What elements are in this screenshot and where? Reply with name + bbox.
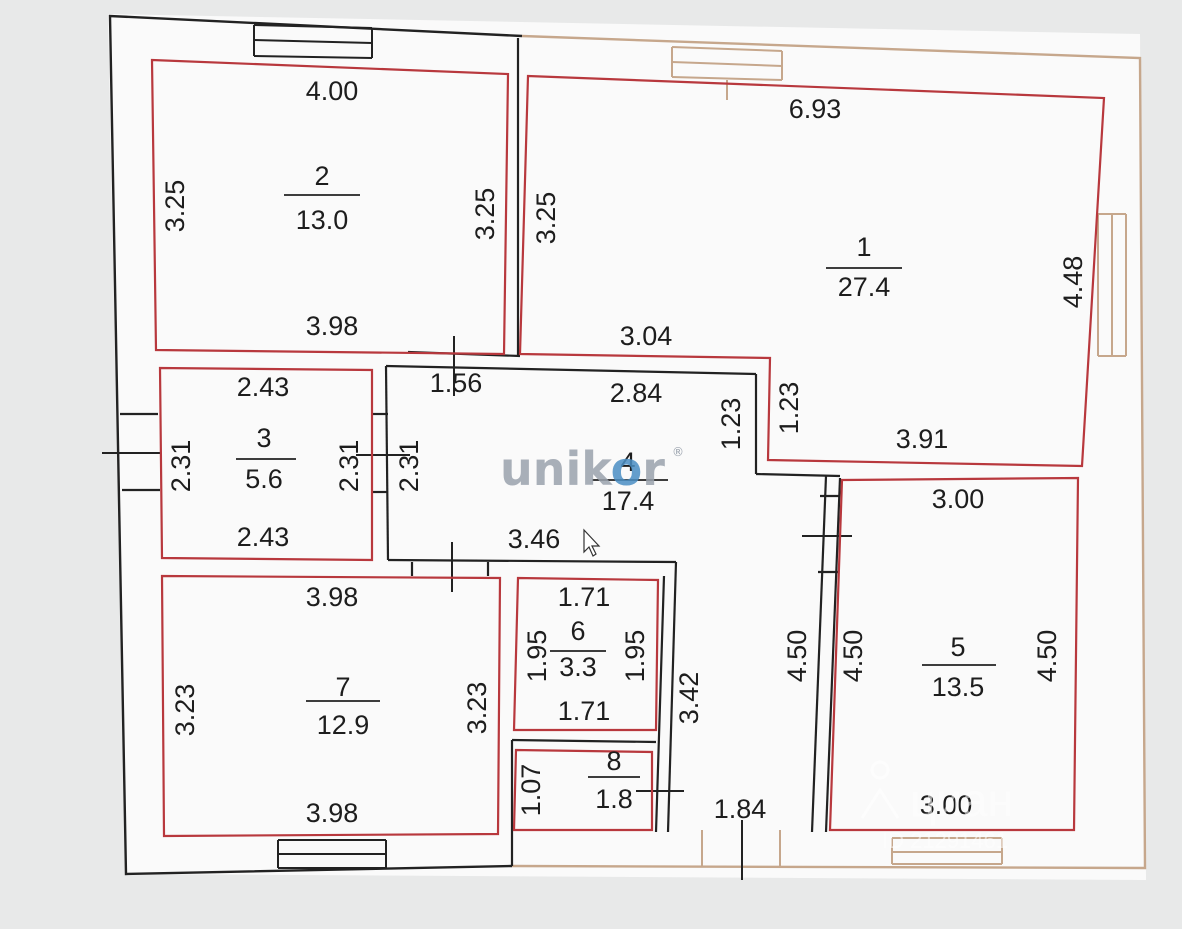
room-5-area: 13.5 xyxy=(932,672,985,702)
location-pin-icon xyxy=(860,760,900,819)
room-7-number: 7 xyxy=(335,672,350,702)
door-bottom-entrance xyxy=(701,820,781,880)
room-8-number: 8 xyxy=(606,746,621,776)
room-4-top-left-dim: 1.56 xyxy=(430,368,483,398)
room-7-left-dim: 3.23 xyxy=(170,684,200,737)
room-4-step-dim: 1.23 xyxy=(716,398,746,451)
room-5-bottom-dim: 3.00 xyxy=(920,790,973,820)
room-1-area: 27.4 xyxy=(838,272,891,302)
room-8-area: 1.8 xyxy=(595,784,633,814)
room-4-bottom-dim: 3.46 xyxy=(508,524,561,554)
room-4-inner-right-dim: 3.42 xyxy=(674,672,704,725)
area-dividers xyxy=(236,194,996,778)
window-right xyxy=(1097,213,1127,357)
room-1-right-dim: 4.48 xyxy=(1058,256,1088,309)
room-7-bottom-dim: 3.98 xyxy=(306,798,359,828)
plan-paper xyxy=(108,14,1146,880)
svg-text:unikor: unikor xyxy=(500,442,665,496)
room-7-right-dim: 3.23 xyxy=(462,682,492,735)
outer-wall-right xyxy=(511,34,1147,870)
room-3-outline xyxy=(158,366,374,562)
room-4-left-dim: 2.31 xyxy=(394,440,424,493)
room-2-outline xyxy=(150,58,510,356)
room-1-bottom-right-dim: 3.91 xyxy=(896,424,949,454)
window-top-right xyxy=(671,46,783,100)
cian-watermark: циан ID 21291461 xyxy=(860,760,1013,853)
door-markers xyxy=(102,336,852,792)
room-4-area: 17.4 xyxy=(602,486,655,516)
room-1-bottom-left-dim: 3.04 xyxy=(620,321,673,351)
room-6-bottom-dim: 1.71 xyxy=(558,696,611,726)
room-3-left-dim: 2.31 xyxy=(166,440,196,493)
room-7-area: 12.9 xyxy=(317,710,370,740)
room-6-left-dim: 1.95 xyxy=(522,630,552,683)
room-1-number: 1 xyxy=(856,232,871,262)
room-8-outline xyxy=(512,748,654,832)
room-6-outline xyxy=(512,576,660,732)
interior-walls xyxy=(120,38,842,866)
room-1-outline xyxy=(518,74,1106,468)
room-4-number: 4 xyxy=(620,447,635,477)
room-5-right-dim: 4.50 xyxy=(1032,630,1062,683)
mouse-cursor-icon xyxy=(583,528,601,557)
room-3-top-dim: 2.43 xyxy=(237,372,290,402)
unikor-logo: unikor ® xyxy=(500,442,684,496)
room-6-right-dim: 1.95 xyxy=(620,630,650,683)
room-6-number: 6 xyxy=(570,616,585,646)
registered-mark: ® xyxy=(672,445,684,459)
window-bottom-left xyxy=(277,839,387,869)
window-top-left xyxy=(253,24,373,59)
room-4-top-dim: 2.84 xyxy=(610,378,663,408)
room-2-bottom-dim: 3.98 xyxy=(306,311,359,341)
room-4-bottom-right-dim: 1.84 xyxy=(714,794,767,824)
room-2-left-dim: 3.25 xyxy=(160,180,190,233)
watermark-code: ID 21291461 xyxy=(882,828,1008,853)
room-3-number: 3 xyxy=(256,423,271,453)
room-outlines xyxy=(150,58,1106,838)
room-1-step-dim: 1.23 xyxy=(774,382,804,435)
room-5-left-dim: 4.50 xyxy=(838,630,868,683)
room-3-bottom-dim: 2.43 xyxy=(237,522,290,552)
room-2-area: 13.0 xyxy=(296,205,349,235)
room-7-top-dim: 3.98 xyxy=(306,582,359,612)
room-5-top-dim: 3.00 xyxy=(932,484,985,514)
room-3-right-dim: 2.31 xyxy=(334,440,364,493)
room-4-right-dim: 4.50 xyxy=(782,630,812,683)
room-2-top-dim: 4.00 xyxy=(306,76,359,106)
room-1-top-dim: 6.93 xyxy=(789,94,842,124)
room-2-number: 2 xyxy=(314,161,329,191)
room-6-area: 3.3 xyxy=(559,652,597,682)
window-bottom-right xyxy=(891,837,1003,865)
room-2-right-dim: 3.25 xyxy=(470,188,500,241)
watermark-brand: циан xyxy=(910,774,1013,826)
room-6-top-dim: 1.71 xyxy=(558,582,611,612)
room-3-area: 5.6 xyxy=(245,464,283,494)
room-7-outline xyxy=(160,574,502,838)
room-5-outline xyxy=(828,476,1080,832)
room-5-number: 5 xyxy=(950,632,965,662)
room-8-left-dim: 1.07 xyxy=(516,764,546,817)
room-1-left-dim: 3.25 xyxy=(531,192,561,245)
